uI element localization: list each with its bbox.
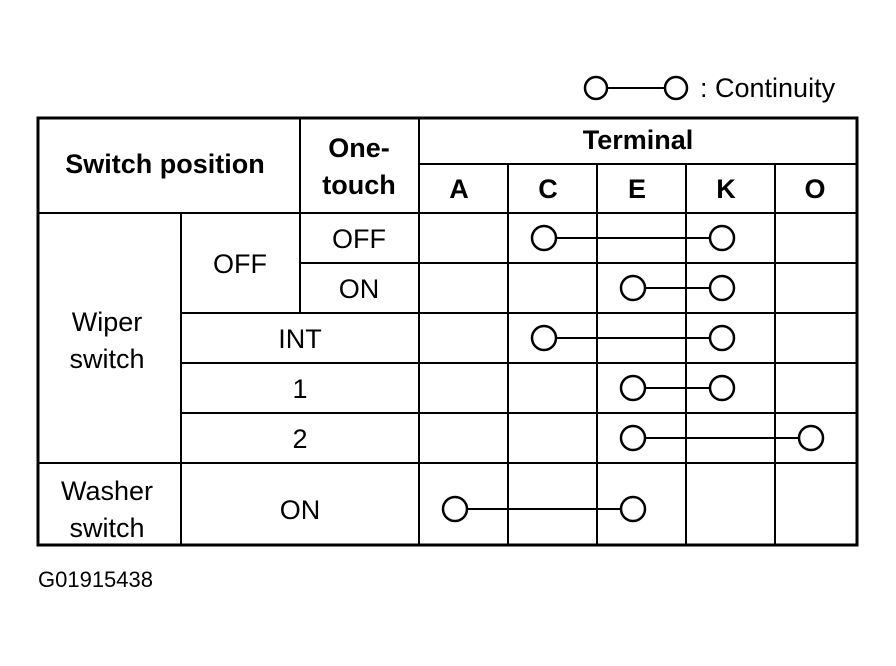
row-int-label: INT bbox=[278, 324, 322, 354]
row-washer-on-node-a bbox=[441, 495, 469, 523]
washer-switch-label-line1: Washer bbox=[61, 476, 153, 506]
table-grid bbox=[36, 116, 859, 547]
legend-node-left bbox=[583, 75, 609, 101]
one-touch-header-line2: touch bbox=[322, 170, 396, 200]
row-washer-on-label: ON bbox=[280, 495, 321, 525]
terminal-label-a: A bbox=[449, 174, 469, 204]
row-int-node-c bbox=[530, 324, 558, 352]
terminal-label-c: C bbox=[538, 174, 558, 204]
washer-switch-label-line2: switch bbox=[69, 513, 144, 543]
legend: : Continuity bbox=[583, 73, 836, 103]
row-off-off-node-k bbox=[708, 224, 736, 252]
table-border bbox=[36, 116, 859, 547]
terminal-label-e: E bbox=[628, 174, 646, 204]
wiper-switch-label-line1: Wiper bbox=[72, 307, 143, 337]
row-off-on-label: ON bbox=[339, 274, 380, 304]
legend-node-right bbox=[663, 75, 689, 101]
row-off-on-node-k bbox=[708, 274, 736, 302]
terminal-header: Terminal bbox=[583, 125, 694, 155]
row-2-label: 2 bbox=[292, 424, 307, 454]
row-int-node-k bbox=[708, 324, 736, 352]
row-1-node-k bbox=[708, 374, 736, 402]
wiper-off-label: OFF bbox=[213, 249, 267, 279]
row-off-on-node-e bbox=[619, 274, 647, 302]
legend-text: : Continuity bbox=[700, 73, 836, 103]
figure-id: G01915438 bbox=[38, 567, 153, 592]
row-2-node-o bbox=[797, 424, 825, 452]
terminal-label-o: O bbox=[804, 174, 825, 204]
row-washer-on-node-e bbox=[619, 495, 647, 523]
terminal-label-k: K bbox=[716, 174, 736, 204]
row-off-off-node-c bbox=[530, 224, 558, 252]
row-1-label: 1 bbox=[292, 374, 307, 404]
row-1-node-e bbox=[619, 374, 647, 402]
continuity-marks bbox=[441, 224, 825, 523]
one-touch-header-line1: One- bbox=[328, 133, 390, 163]
row-2-node-e bbox=[619, 424, 647, 452]
wiper-switch-label-line2: switch bbox=[69, 344, 144, 374]
row-off-off-label: OFF bbox=[332, 224, 386, 254]
switch-position-header: Switch position bbox=[65, 149, 265, 179]
